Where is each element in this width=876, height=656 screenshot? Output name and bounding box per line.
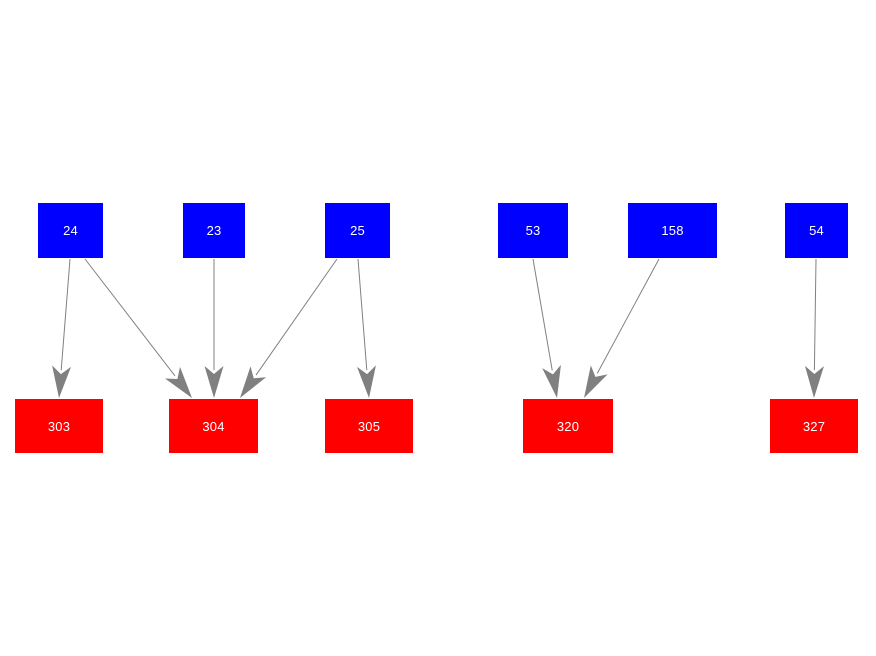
edge-line (84, 258, 176, 377)
arrowhead-icon (542, 364, 561, 398)
edge-25-to-304[interactable] (240, 258, 338, 398)
edge-158-to-320[interactable] (584, 258, 660, 398)
node-320[interactable]: 320 (523, 399, 613, 453)
edge-line (813, 258, 817, 371)
node-label: 304 (202, 418, 225, 434)
edge-54-to-327[interactable] (804, 258, 824, 398)
edge-53-to-320[interactable] (532, 258, 561, 398)
node-label: 53 (525, 223, 541, 238)
node-327[interactable]: 327 (770, 399, 858, 453)
node-303[interactable]: 303 (15, 399, 103, 453)
edge-24-to-304[interactable] (84, 258, 192, 398)
edge-25-to-305[interactable] (357, 258, 376, 398)
node-54[interactable]: 54 (785, 203, 848, 258)
edge-line (596, 258, 660, 374)
node-label: 327 (802, 418, 826, 434)
arrowhead-icon (584, 365, 608, 398)
arrowhead-icon (357, 365, 376, 398)
edge-23-to-304[interactable] (204, 259, 224, 398)
edge-line (255, 258, 338, 376)
node-25[interactable]: 25 (325, 203, 390, 258)
node-label: 158 (661, 223, 684, 238)
node-304[interactable]: 304 (169, 399, 258, 453)
node-label: 54 (809, 223, 824, 238)
edge-line (357, 258, 368, 371)
node-label: 23 (206, 223, 222, 238)
node-305[interactable]: 305 (325, 399, 413, 453)
node-label: 320 (556, 418, 580, 434)
arrowhead-icon (240, 366, 267, 398)
node-23[interactable]: 23 (183, 203, 245, 258)
node-label: 303 (47, 418, 71, 434)
arrowhead-icon (204, 366, 224, 398)
node-label: 305 (357, 418, 381, 434)
arrowhead-icon (164, 366, 192, 398)
edge-line (60, 258, 71, 371)
edge-24-to-303[interactable] (52, 258, 71, 398)
node-53[interactable]: 53 (498, 203, 568, 258)
node-24[interactable]: 24 (38, 203, 103, 258)
edge-line (532, 258, 553, 371)
node-label: 25 (350, 223, 365, 238)
node-158[interactable]: 158 (628, 203, 717, 258)
arrowhead-icon (52, 365, 71, 398)
arrowhead-icon (804, 365, 824, 398)
node-label: 24 (63, 223, 78, 238)
